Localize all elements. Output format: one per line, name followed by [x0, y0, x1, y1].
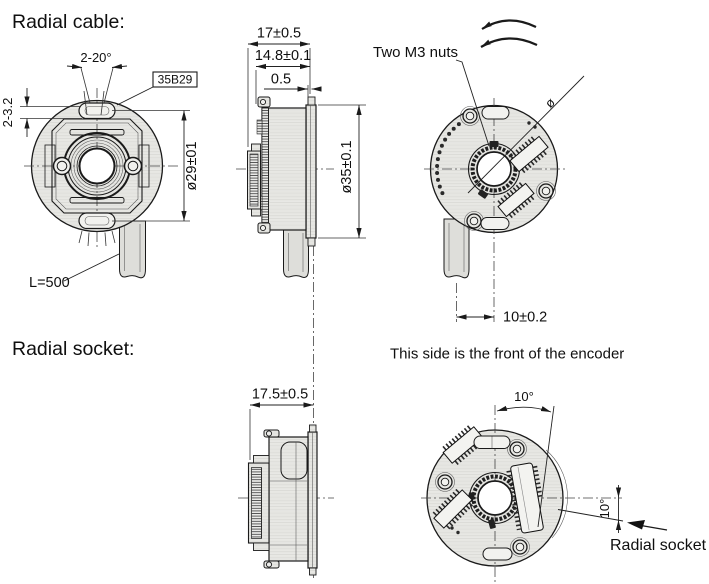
- top-slot: [78, 102, 116, 120]
- back-view-radial-cable: Two M3 nuts ø 10±0.2: [373, 19, 585, 326]
- cable-side: [283, 229, 309, 278]
- front-side-note: This side is the front of the encoder: [390, 346, 624, 363]
- pointer-line: [640, 524, 668, 531]
- cable-back: [443, 218, 470, 279]
- side-screw-right: [123, 156, 143, 176]
- shaft-hole-back: [476, 151, 512, 187]
- section-title-radial-socket: Radial socket:: [12, 338, 134, 360]
- solder-dots: [435, 121, 537, 196]
- pointer-arrow-icon: [627, 520, 645, 530]
- solder-dots: [450, 526, 460, 535]
- dim-pitch-diameter: ø29±01: [184, 141, 200, 190]
- top-slot-back: [481, 106, 510, 120]
- front-view-radial-cable: 2-20° 2-3.2 35B29 ø29±01 L=500: [0, 50, 200, 291]
- ic-chip: [497, 181, 535, 219]
- dim-slot-size: 2-3.2: [0, 98, 15, 128]
- part-label-box: [152, 71, 198, 88]
- shaft-hole: [78, 147, 116, 185]
- bottom-slot-socket: [482, 547, 513, 561]
- m3-nut-lower: [488, 519, 496, 529]
- radial-socket-label: Radial socket: [610, 537, 707, 554]
- m3-nut-top: [489, 141, 499, 147]
- ic-chip: [432, 488, 474, 530]
- cable-length-label: L=500: [29, 275, 70, 291]
- back-view-radial-socket: 10° 10° Radial socket: [421, 389, 707, 582]
- bottom-slot-back: [480, 217, 510, 230]
- mounting-flange: [305, 104, 317, 239]
- socket-back-screws: [435, 439, 530, 557]
- dim-angle-side: 10°: [597, 499, 612, 519]
- side-screw-left: [52, 156, 72, 176]
- encoder-body-side: [261, 107, 307, 231]
- two-m3-nuts-label: Two M3 nuts: [373, 44, 458, 61]
- part-label: 35B29: [158, 73, 193, 87]
- bayonet-hump: [280, 441, 308, 480]
- dim-body-depth: 14.8±0.1: [255, 48, 311, 64]
- section-title-radial-cable: Radial cable:: [12, 11, 125, 33]
- m3-nut-bottom: [477, 189, 489, 199]
- bottom-slot: [78, 212, 116, 230]
- rotation-arrow-lower: [480, 37, 538, 48]
- shaft-hole-socket: [477, 480, 513, 516]
- side-view-radial-cable: 17±0.5 14.8±0.1 0.5 ø35±0.1: [236, 26, 366, 578]
- dim-outer-diameter: ø35±0.1: [339, 140, 355, 193]
- dim-angle-top: 10°: [514, 389, 534, 404]
- dim-cable-offset: 10±0.2: [503, 310, 547, 326]
- shaft-dia-symbol: ø: [542, 95, 558, 111]
- socket-pins: [251, 467, 262, 539]
- dim-total-depth: 17±0.5: [257, 26, 301, 42]
- side-view-radial-socket: 17.5±0.5: [238, 387, 334, 576]
- cable: [119, 220, 146, 279]
- dim-flange-offset: 0.5: [271, 72, 291, 88]
- rotation-arrow-upper: [481, 19, 537, 30]
- dim-socket-depth: 17.5±0.5: [252, 387, 308, 403]
- dim-slot-angle: 2-20°: [80, 50, 111, 65]
